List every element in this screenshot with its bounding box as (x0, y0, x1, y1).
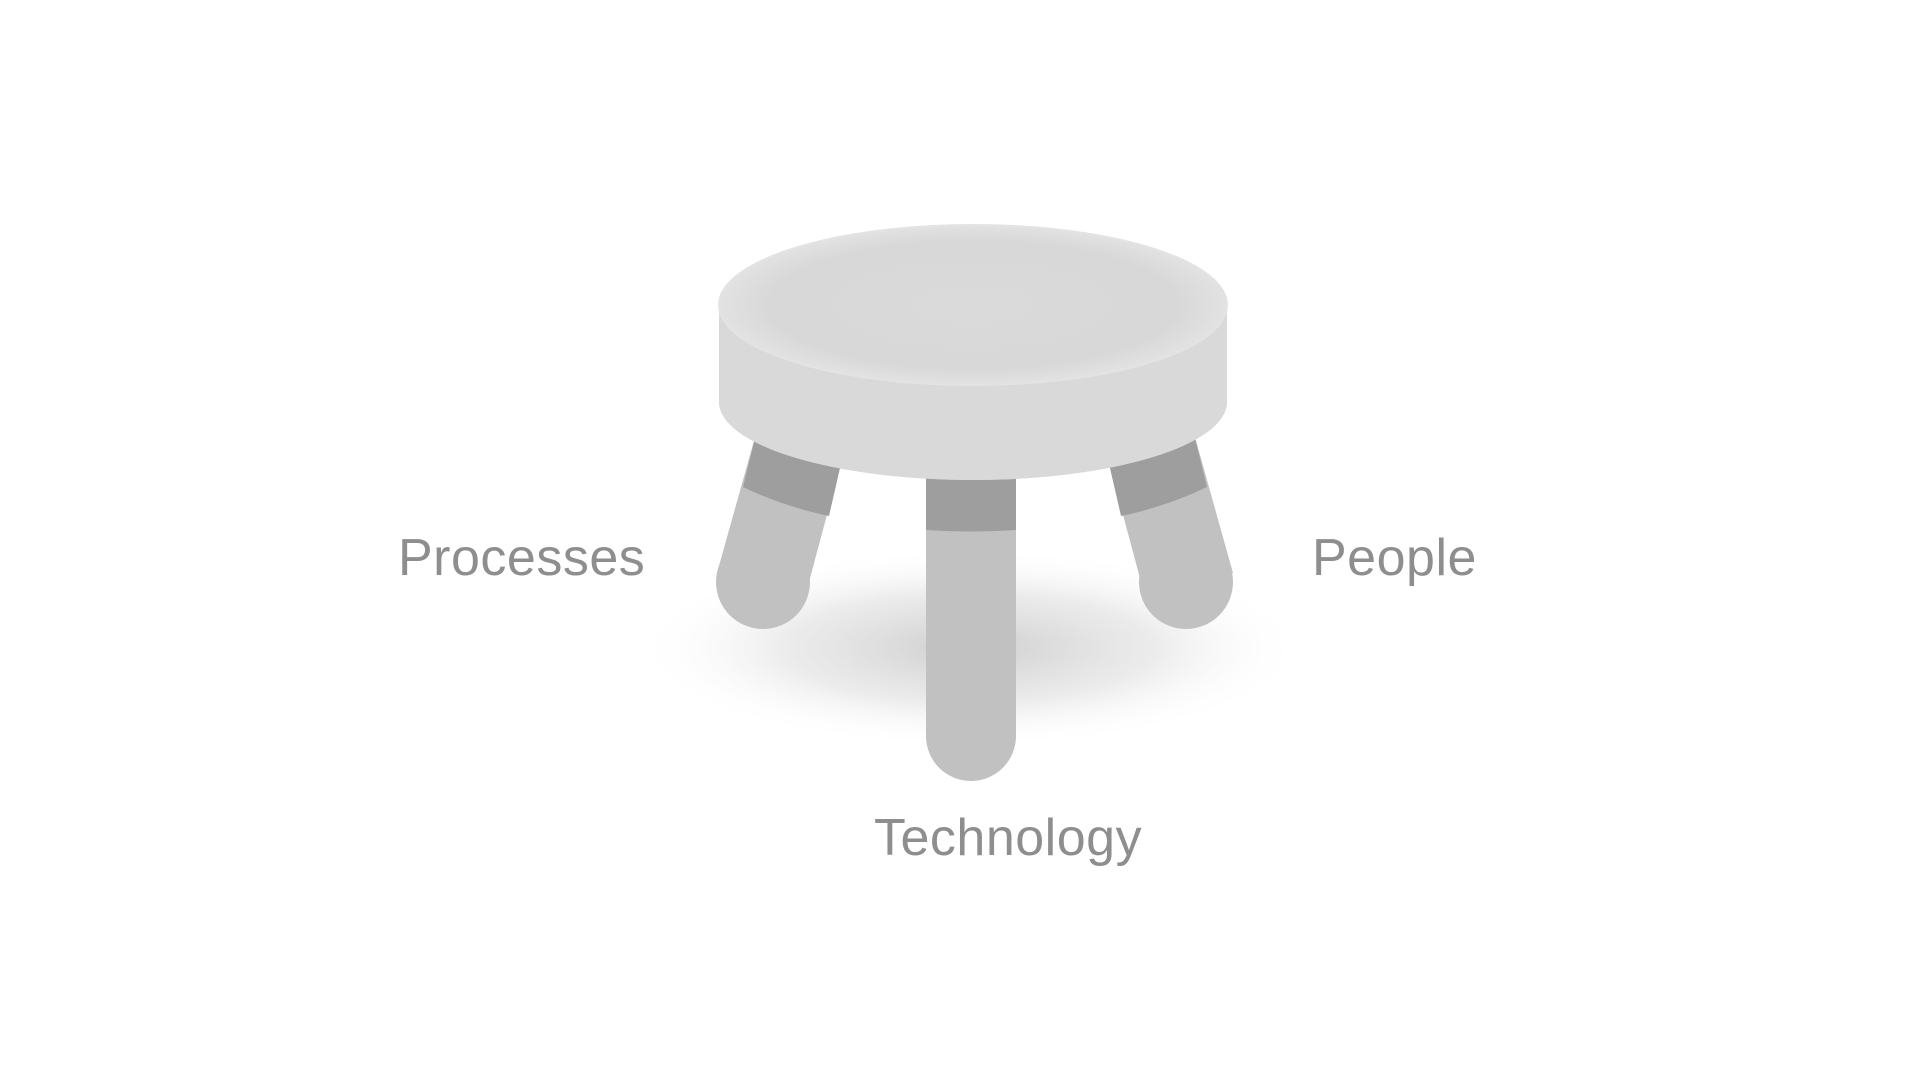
label-technology: Technology (874, 809, 1143, 867)
label-people: People (1312, 529, 1477, 587)
leg-people (1107, 430, 1233, 629)
leg-processes (716, 430, 843, 629)
stool-seat (718, 224, 1228, 480)
label-processes: Processes (398, 529, 646, 587)
leg-technology (926, 470, 1016, 781)
